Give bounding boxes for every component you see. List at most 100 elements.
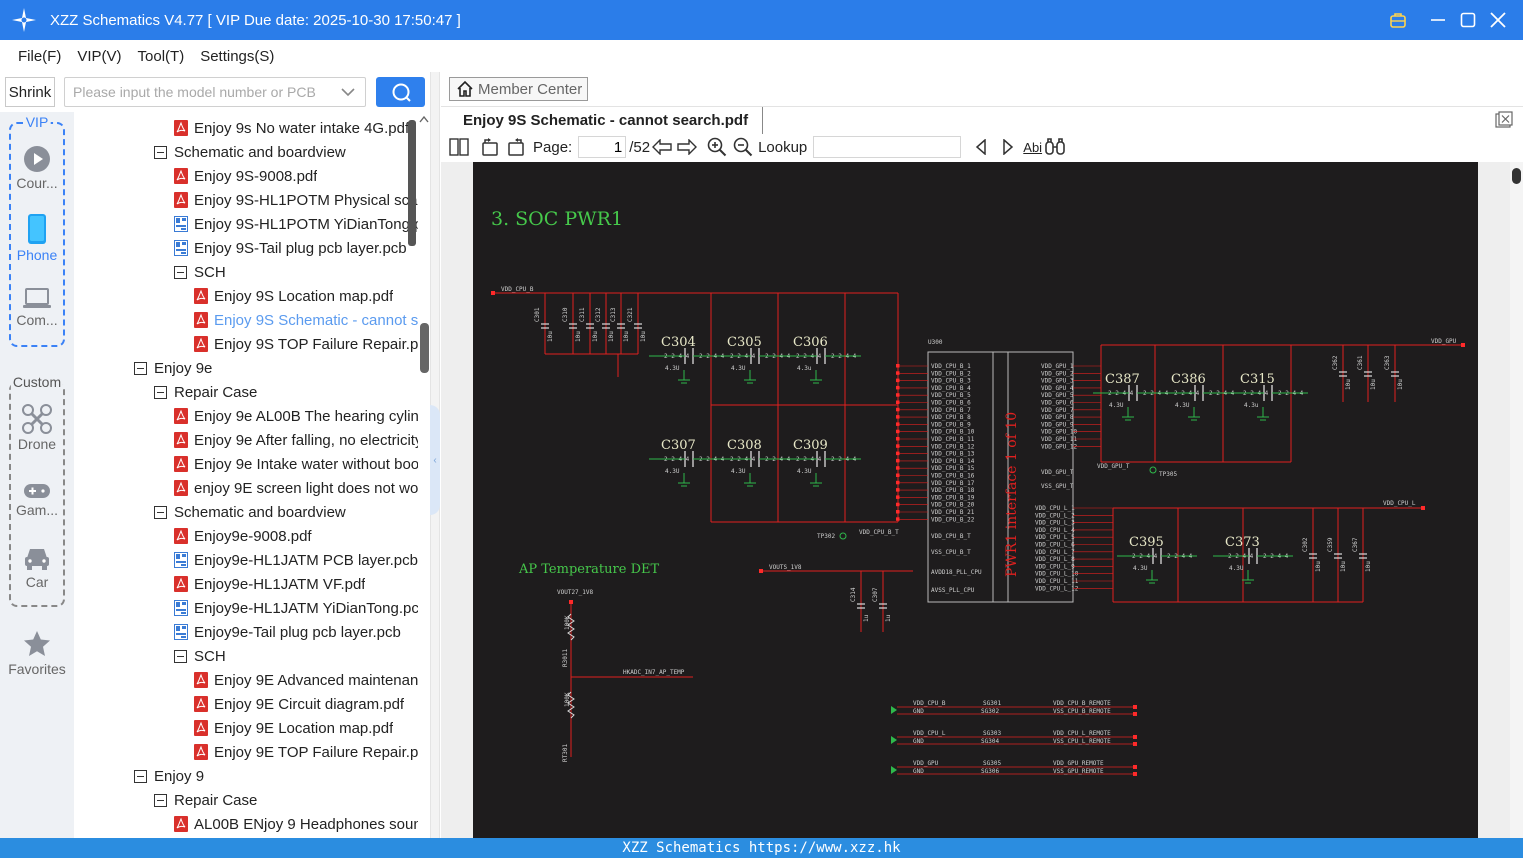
tree-folder[interactable]: Enjoy 9 [74,764,418,788]
tree-file[interactable]: Enjoy9e-Tail plug pcb layer.pcb [74,620,418,644]
maximize-icon[interactable] [1453,0,1483,40]
member-center-button[interactable]: Member Center [449,77,588,101]
tree-folder[interactable]: Enjoy 9e [74,356,418,380]
find-next-icon[interactable] [995,139,1021,155]
shrink-button[interactable]: Shrink [5,77,55,107]
schematic-page[interactable]: 3. SOC PWR1 AP Temperature DET [473,162,1478,838]
pdf-file-icon [174,192,188,208]
lookup-input[interactable] [813,136,962,158]
vip-bag-icon[interactable] [1383,0,1413,40]
close-icon[interactable] [1483,0,1513,40]
tree-item-label: Enjoy 9S-HL1POTM Physical scan.pdf [194,191,418,209]
rail-item-favorites[interactable]: Favorites [0,629,74,677]
pdf-file-icon [194,720,208,736]
tree-folder[interactable]: Repair Case [74,788,418,812]
tree-file[interactable]: Enjoy 9S TOP Failure Repair.pdf [74,332,418,356]
collapse-toggle-icon[interactable] [174,649,187,663]
tree-file[interactable]: Enjoy 9S Location map.pdf [74,284,418,308]
rail-item-courses[interactable]: Cour... [0,145,74,191]
tree-folder[interactable]: Schematic and boardview [74,500,418,524]
scroll-up-arrow-icon[interactable] [419,113,429,127]
find-options-icon[interactable] [1042,138,1068,156]
small-cap-label: C314 [850,587,857,602]
find-previous-icon[interactable] [967,139,995,155]
tree-item-label: Enjoy 9S-HL1POTM YiDianTong.pcb [194,215,418,233]
menu-settings[interactable]: Settings(S) [200,47,275,65]
rotate-right-icon[interactable] [503,138,529,156]
tree-file[interactable]: Enjoy 9e Intake water without boot.pdf [74,452,418,476]
chip-pin-label: VDD_GPU_7 [1041,407,1074,414]
tree-file[interactable]: Enjoy9e-HL1JATM PCB layer.pcb [74,548,418,572]
pdf-scroll-thumb[interactable] [1512,168,1521,184]
rail-item-drone[interactable]: Drone [0,404,74,452]
small-cap-value: 10u [575,331,582,342]
rail-item-computer[interactable]: Com... [0,288,74,328]
two-page-view-icon[interactable] [441,138,477,156]
search-input[interactable] [73,84,335,100]
menu-vip[interactable]: VIP(V) [77,47,122,65]
tree-file[interactable]: Enjoy9e-HL1JATM YiDianTong.pcb [74,596,418,620]
collapse-panel-handle[interactable]: ‹ [430,405,440,515]
next-page-icon[interactable] [674,139,700,155]
tree-file[interactable]: Enjoy 9S-HL1POTM Physical scan.pdf [74,188,418,212]
page-number-input[interactable] [578,136,627,158]
match-case-toggle[interactable]: Abi [1023,139,1043,155]
chip-pin-node [896,451,900,456]
tree-file[interactable]: enjoy 9E screen light does not work.pdf [74,476,418,500]
zoom-out-icon[interactable] [730,137,756,157]
previous-page-icon[interactable] [650,139,674,155]
collapse-toggle-icon[interactable] [134,361,147,375]
search-button[interactable] [376,77,425,107]
tree-file[interactable]: Enjoy 9E Circuit diagram.pdf [74,692,418,716]
menu-file[interactable]: File(F) [18,47,62,65]
tree-file[interactable]: Enjoy9e-9008.pdf [74,524,418,548]
chip-pin-label: VDD_CPU_B_8 [931,414,971,421]
tree-file[interactable]: Enjoy 9E Location map.pdf [74,716,418,740]
pdf-vertical-scrollbar[interactable] [1510,162,1523,838]
tree-file[interactable]: Enjoy 9e After falling, no electricity.p… [74,428,418,452]
tree-file[interactable]: Enjoy 9S Schematic - cannot search.pdf [74,308,418,332]
menu-tool[interactable]: Tool(T) [137,47,185,65]
tree-scrollbar-thumb[interactable] [420,323,429,373]
tree-file[interactable]: Enjoy 9S-HL1POTM YiDianTong.pcb [74,212,418,236]
tree-item-label: Repair Case [174,791,258,809]
tree-folder[interactable]: Repair Case [74,380,418,404]
collapse-toggle-icon[interactable] [154,385,167,399]
collapse-toggle-icon[interactable] [154,145,167,159]
close-tab-icon[interactable] [1495,111,1513,129]
tree-folder[interactable]: SCH [74,260,418,284]
tree-file[interactable]: AL00B ENjoy 9 Headphones sound.pdf [74,812,418,836]
minimize-icon[interactable] [1423,0,1453,40]
collapse-toggle-icon[interactable] [154,505,167,519]
chevron-down-icon[interactable] [341,86,355,98]
pdf-toolbar: Page: /52 Lookup Abi [441,134,1523,160]
collapse-toggle-icon[interactable] [154,793,167,807]
tree-folder[interactable]: Schematic and boardview [74,140,418,164]
model-search-box[interactable] [64,77,366,107]
tree-folder[interactable]: SCH [74,644,418,668]
chip-pin-label: VDD_CPU_L_12 [1035,585,1079,592]
rotate-left-icon[interactable] [477,138,503,156]
tree-horizontal-scroll-thumb[interactable] [408,120,416,246]
collapse-toggle-icon[interactable] [134,769,147,783]
chip-pin-label: VDD_GPU_8 [1041,414,1074,421]
pdf-file-icon [174,408,188,424]
tree-file[interactable]: Enjoy 9E TOP Failure Repair.pdf [74,740,418,764]
chip-pin-node [896,415,900,419]
tree-file[interactable]: Enjoy 9S-Tail plug pcb layer.pcb [74,236,418,260]
zoom-in-icon[interactable] [704,137,730,157]
tree-file[interactable]: Enjoy 9E Advanced maintenance.pdf [74,668,418,692]
resistor-rt301 [567,691,575,719]
tree-file[interactable]: Enjoy 9e AL00B The hearing cylinder.pdf [74,404,418,428]
tree-file[interactable]: Enjoy 9S-9008.pdf [74,164,418,188]
rail-item-car[interactable]: Car [0,546,74,590]
tree-file[interactable]: Enjoy 9s No water intake 4G.pdf [74,116,418,140]
tab-active-document[interactable]: Enjoy 9S Schematic - cannot search.pdf [449,107,764,134]
chip-pin-label: VDD_CPU_L_11 [1035,578,1079,585]
tree-file[interactable]: Enjoy9e-HL1JATM VF.pdf [74,572,418,596]
chip-pin-label: VDD_CPU_L_2 [1035,512,1075,519]
rail-item-phone[interactable]: Phone [0,213,74,263]
chip-pin-node [896,480,900,485]
rail-item-game[interactable]: Gam... [0,482,74,518]
collapse-toggle-icon[interactable] [174,265,187,279]
